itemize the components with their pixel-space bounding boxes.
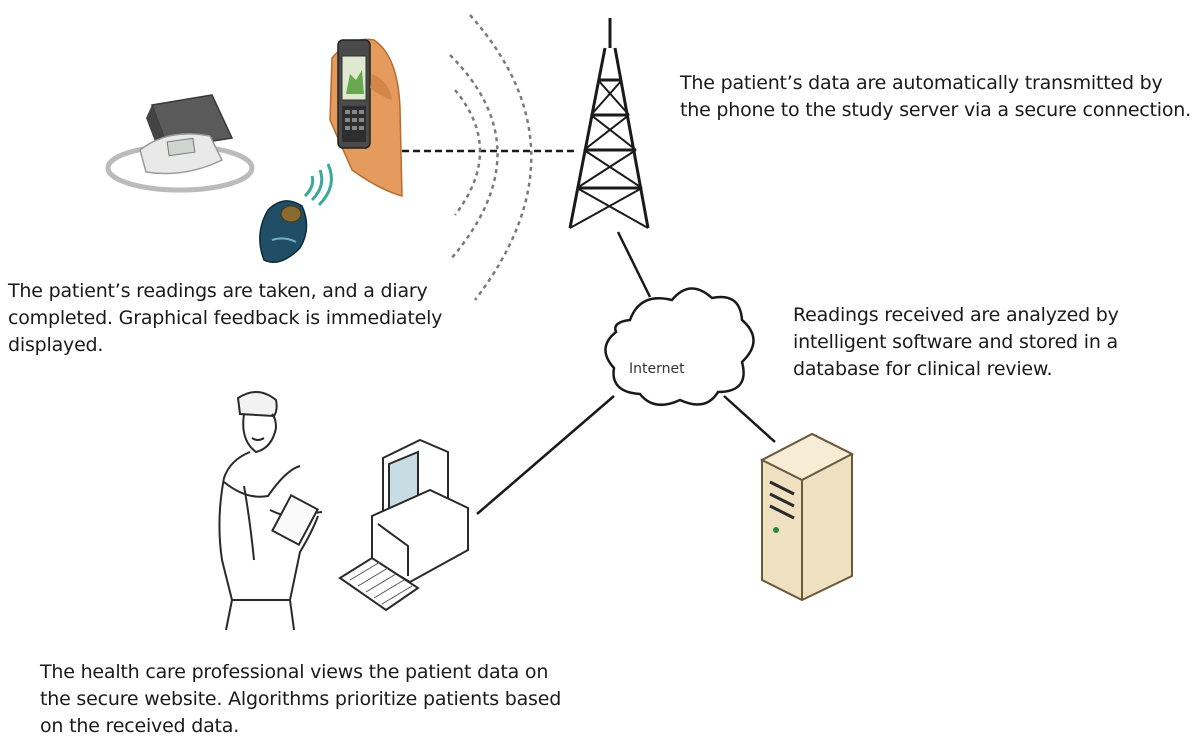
internet-to-server-line: [723, 395, 776, 443]
internet-cloud-icon: Internet: [604, 287, 755, 407]
internet-label: Internet: [629, 361, 685, 377]
tower-to-internet-line: [616, 231, 652, 298]
internet-to-computer-line: [476, 395, 615, 515]
glucose-meter-icon: [259, 200, 308, 263]
server-icon: [759, 432, 855, 602]
caption-patient-readings: The patient’s readings are taken, and a …: [8, 280, 443, 356]
signal-arcs: [449, 14, 533, 301]
caption-data-transmission: The patient’s data are automatically tra…: [680, 72, 1191, 121]
caption-readings-analyzed: Readings received are analyzed by intell…: [793, 304, 1119, 380]
nurse-icon: [218, 391, 323, 631]
desktop-computer-icon: [338, 438, 469, 612]
mobile-phone-icon: [329, 38, 403, 197]
caption-health-care-professional: The health care professional views the p…: [40, 661, 562, 737]
wireless-signal-icon: [303, 163, 333, 207]
radio-tower-icon: [568, 18, 650, 229]
blood-pressure-monitor-icon: [105, 94, 255, 193]
